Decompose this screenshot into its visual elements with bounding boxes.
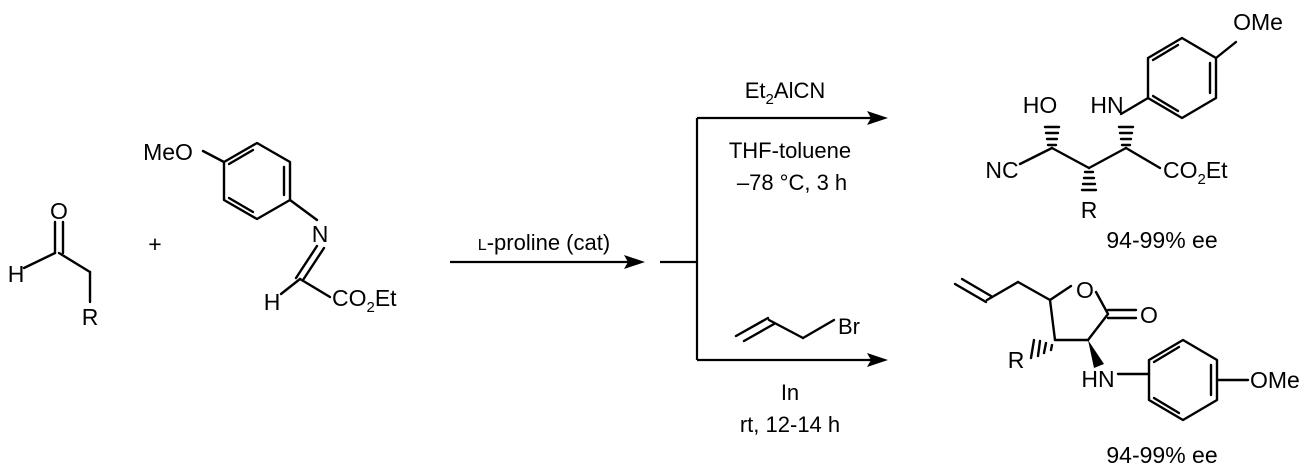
lactone-methoxy-label: OMe	[1250, 367, 1300, 393]
lactone-r-group-label: R	[1008, 347, 1025, 373]
imine-ester-label: CO2Et	[332, 285, 397, 316]
lactone-ee-label: 94-99% ee	[1106, 442, 1217, 468]
hashed-bond-lactone-r-group	[1029, 338, 1054, 360]
hashed-bond-hydroxyl	[1043, 125, 1061, 147]
aldehyde-structure: O H R	[8, 198, 99, 330]
lactone-carbonyl-oxygen-label: O	[1140, 302, 1158, 328]
cyanohydrin-amine-label: HN	[1090, 92, 1123, 118]
imine-methoxy-label: MeO	[143, 139, 193, 165]
cyanohydrin-ee-label: 94-99% ee	[1106, 227, 1217, 253]
imine-hydrogen-label: H	[264, 289, 281, 315]
lower-metal-label: In	[781, 380, 799, 405]
branch-arrows	[660, 111, 888, 367]
upper-conditions: Et2AlCN THF-toluene –78 °C, 3 h	[729, 78, 851, 195]
aldehyde-oxygen-label: O	[50, 198, 68, 224]
upper-reagent-label: Et2AlCN	[745, 78, 825, 108]
cyanohydrin-methoxy-label: OMe	[1233, 9, 1283, 35]
upper-conditions-label: –78 °C, 3 h	[737, 170, 847, 195]
lower-conditions-label: rt, 12-14 h	[740, 412, 840, 437]
hashed-bond-amine	[1117, 125, 1135, 147]
lactone-product: O O R HN OMe 94-99% ee	[953, 277, 1300, 468]
plus-sign: +	[148, 231, 161, 257]
upper-solvent-label: THF-toluene	[729, 138, 851, 163]
step1-arrow: L-proline (cat)	[450, 230, 645, 269]
allyl-bromide-bromine-label: Br	[838, 314, 860, 339]
step1-catalyst-label: L-proline (cat)	[478, 230, 610, 255]
imine-structure: MeO N H CO2Et	[143, 139, 397, 316]
aldehyde-hydrogen-label: H	[8, 261, 25, 287]
hashed-bond-r-group	[1080, 170, 1098, 192]
aldehyde-r-group-label: R	[82, 304, 99, 330]
cyanohydrin-ester-label: CO2Et	[1163, 157, 1228, 188]
cyanohydrin-product: OMe HO HN NC CO2Et R 94-99% ee	[985, 9, 1283, 253]
lower-conditions: Br In rt, 12-14 h	[734, 314, 860, 437]
cyanohydrin-r-group-label: R	[1081, 197, 1098, 223]
cyanohydrin-nitrile-label: NC	[985, 157, 1018, 183]
cyanohydrin-hydroxyl-label: HO	[1023, 92, 1058, 118]
lactone-ring-oxygen-label: O	[1076, 277, 1094, 303]
lactone-amine-label: HN	[1081, 366, 1114, 392]
imine-nitrogen-label: N	[312, 221, 329, 247]
